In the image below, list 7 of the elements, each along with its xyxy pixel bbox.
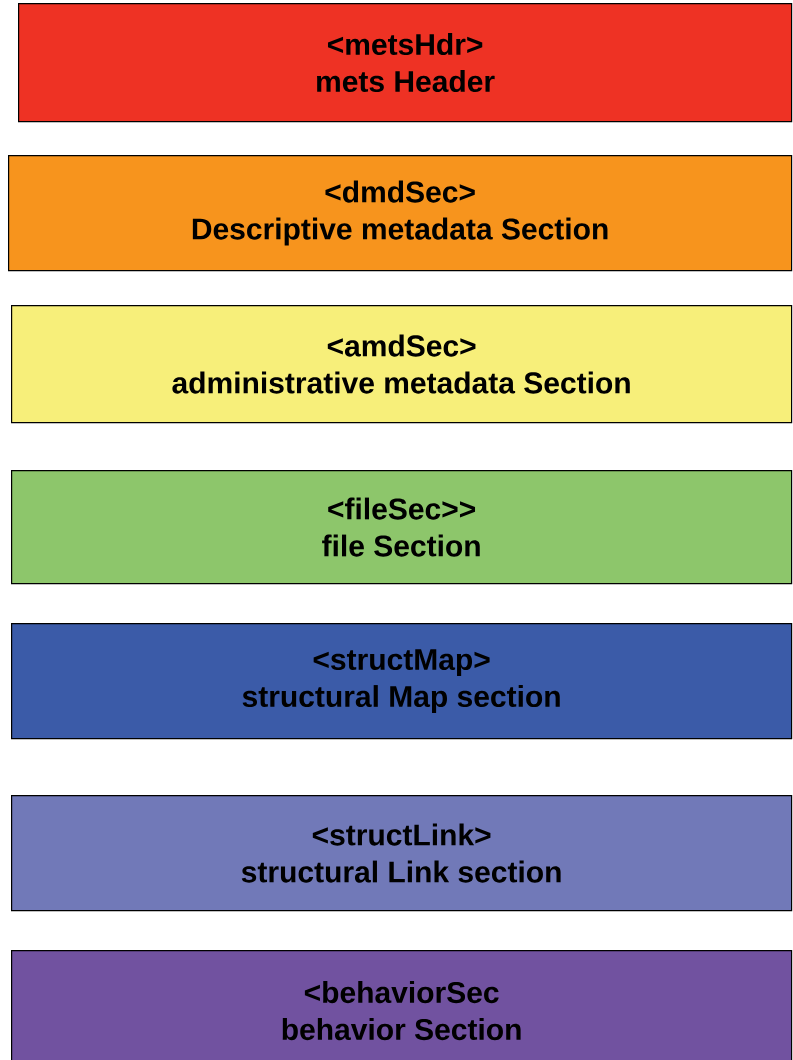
section-box: <metsHdr> mets Header — [18, 3, 793, 123]
section-box: <behaviorSec behavior Section — [11, 950, 793, 1060]
section-box: <fileSec>> file Section — [11, 470, 793, 585]
section-box: <dmdSec> Descriptive metadata Section — [8, 155, 793, 272]
section-box: <amdSec> administrative metadata Section — [11, 305, 793, 424]
section-box: <structMap> structural Map section — [11, 623, 793, 740]
section-box: <structLink> structural Link section — [11, 795, 793, 912]
